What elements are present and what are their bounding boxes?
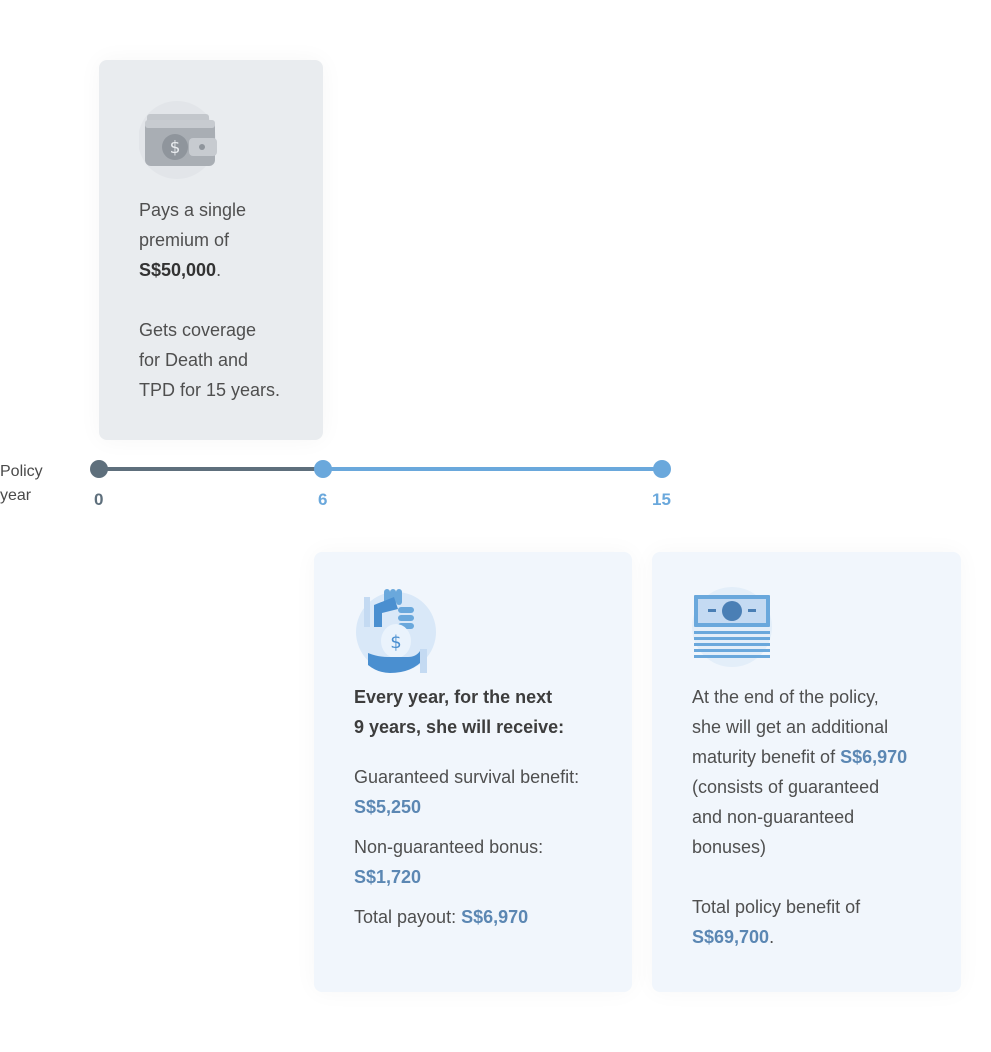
premium-amount-suffix: . [216, 260, 222, 280]
timeline-segment-premium [99, 467, 323, 471]
wallet-icon: $ [138, 100, 219, 180]
premium-line-2: premium of [139, 230, 230, 250]
svg-text:$: $ [170, 138, 181, 158]
timeline-year-0: 0 [94, 490, 104, 509]
total-payout-label: Total payout: [354, 907, 462, 927]
premium-line-1: Pays a single [139, 200, 247, 220]
yearly-heading-line-1: Every year, for the next [354, 687, 553, 707]
timeline-marker-year-15 [653, 460, 671, 478]
total-payout-line: Total payout: S$6,970 [354, 902, 592, 932]
timeline-label-line-1: Policy [0, 463, 43, 480]
yearly-heading-line-2: 9 years, she will receive: [354, 717, 565, 737]
banknote-stack-icon [692, 587, 772, 667]
total-payout-value: S$6,970 [461, 907, 529, 927]
timeline-label: Policy year [0, 460, 43, 508]
svg-text:$: $ [390, 632, 401, 653]
timeline-marker-year-6 [314, 460, 332, 478]
bonus-label: Non-guaranteed bonus: [354, 837, 544, 857]
survival-benefit-label: Guaranteed survival benefit: [354, 767, 580, 787]
maturity-line-5: and non-guaranteed [692, 807, 855, 827]
maturity-benefit-label: maturity benefit of [692, 747, 841, 767]
maturity-description: At the end of the policy, she will get a… [692, 682, 921, 952]
coverage-line-1: Gets coverage [139, 320, 257, 340]
yearly-details: Guaranteed survival benefit: S$5,250 Non… [354, 762, 592, 932]
total-benefit-label: Total policy benefit of [692, 897, 861, 917]
maturity-line-2: she will get an additional [692, 717, 889, 737]
survival-benefit-value: S$5,250 [354, 797, 422, 817]
total-benefit-suffix: . [769, 927, 775, 947]
maturity-benefit-value: S$6,970 [840, 747, 908, 767]
timeline-segment-payout [323, 467, 662, 471]
timeline-marker-year-0 [90, 460, 108, 478]
premium-description: Pays a single premium of S$50,000. Gets … [139, 195, 283, 405]
total-benefit-value: S$69,700 [692, 927, 770, 947]
maturity-benefit-card: At the end of the policy, she will get a… [652, 552, 961, 992]
maturity-line-1: At the end of the policy, [692, 687, 879, 707]
premium-amount-line: S$50,000. [139, 255, 283, 285]
maturity-line-6: bonuses) [692, 837, 767, 857]
yearly-heading: Every year, for the next 9 years, she wi… [354, 682, 592, 742]
money-bag-hand-icon: $ [354, 587, 436, 673]
coverage-line-3: TPD for 15 years. [139, 380, 281, 400]
premium-amount: S$50,000 [139, 260, 217, 280]
coverage-line-2: for Death and [139, 350, 249, 370]
total-benefit-line: S$69,700. [692, 922, 921, 952]
timeline-year-15: 15 [652, 490, 671, 509]
maturity-line-4: (consists of guaranteed [692, 777, 880, 797]
bonus-value: S$1,720 [354, 867, 422, 887]
timeline-year-6: 6 [318, 490, 328, 509]
yearly-payout-card: $ Every year, for the next 9 years, she … [314, 552, 632, 992]
timeline-label-line-2: year [0, 487, 32, 504]
premium-card: $ Pays a single premium of S$50,000. Get… [99, 60, 323, 440]
maturity-line-3: maturity benefit of S$6,970 [692, 742, 921, 772]
